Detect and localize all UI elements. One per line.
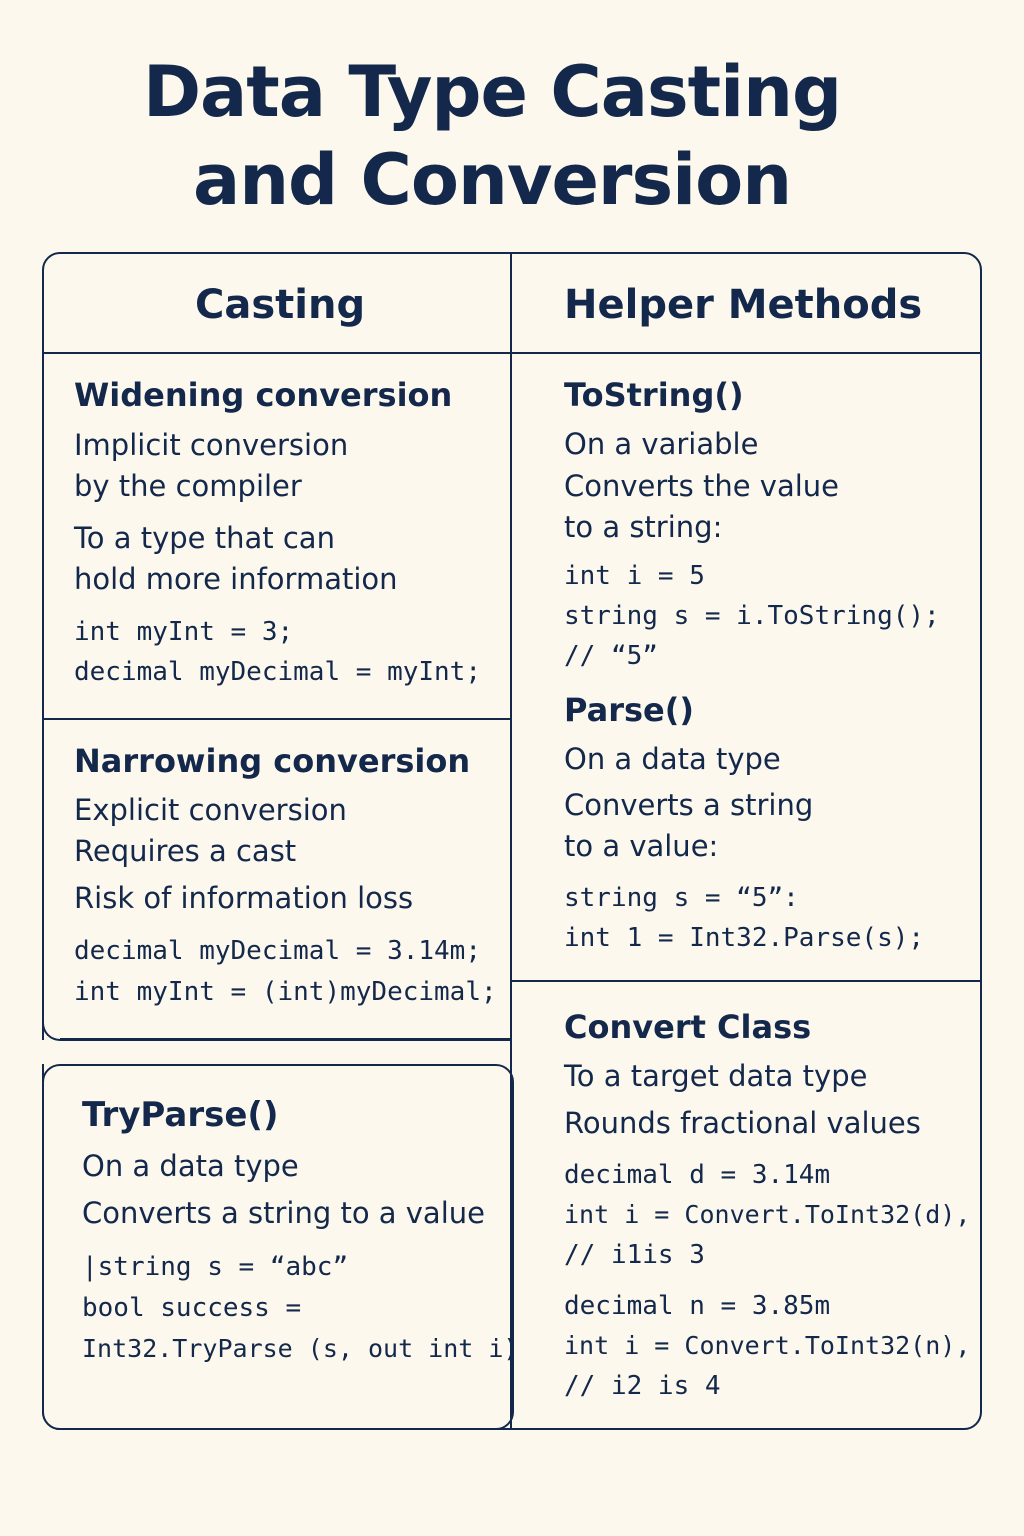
narrowing-code-line: int myInt = (int)myDecimal; — [74, 977, 497, 1007]
tostring-line: Converts the value — [564, 469, 840, 503]
parse-code-line: int 1 = Int32.Parse(s); — [564, 923, 925, 953]
parse-convert-divider — [511, 980, 981, 982]
parse-line: On a data type — [564, 742, 781, 776]
convert-code-line: // i1is 3 — [564, 1240, 705, 1270]
widening-line: hold more information — [74, 562, 398, 596]
tryparse-code-line: Int32.TryParse (s, out int i) — [82, 1334, 519, 1363]
narrowing-gap — [40, 1040, 512, 1064]
column-divider — [510, 253, 512, 1429]
narrowing-title: Narrowing conversion — [74, 742, 471, 780]
parse-code-line: string s = “5”: — [564, 883, 799, 913]
page-title: Data Type Casting and Conversion — [0, 48, 984, 224]
widening-line: To a type that can — [74, 521, 335, 555]
convert-code-line: decimal d = 3.14m — [564, 1160, 831, 1190]
narrowing-bottom-line — [60, 1038, 511, 1040]
header-divider — [43, 352, 981, 354]
casting-header: Casting — [195, 282, 366, 328]
tryparse-line: Converts a string to a value — [82, 1196, 485, 1230]
narrowing-line: Risk of information loss — [74, 881, 414, 915]
widening-line: Implicit conversion — [74, 428, 349, 462]
title-line-1: Data Type Casting — [142, 51, 842, 133]
convert-line: Rounds fractional values — [564, 1106, 921, 1140]
helper-methods-header: Helper Methods — [564, 282, 923, 328]
parse-title: Parse() — [564, 691, 694, 729]
widening-title: Widening conversion — [74, 376, 453, 414]
tostring-title: ToString() — [564, 376, 744, 414]
narrowing-box-bottom — [42, 1000, 512, 1041]
comparison-table — [42, 252, 982, 1430]
convert-code-line: decimal n = 3.85m — [564, 1291, 831, 1321]
narrowing-code-line: decimal myDecimal = 3.14m; — [74, 936, 481, 966]
widening-line: by the compiler — [74, 469, 302, 503]
tostring-code-line: string s = i.ToString(); — [564, 601, 940, 631]
parse-line: Converts a string — [564, 788, 814, 822]
tostring-code-line: int i = 5 — [564, 561, 705, 591]
tryparse-code-line: bool success = — [82, 1293, 302, 1323]
widening-code-line: int myInt = 3; — [74, 617, 294, 647]
widening-narrowing-divider — [43, 718, 511, 720]
column-divider-lower — [510, 1040, 512, 1429]
convert-code-line: int i = Convert.ToInt32(d), — [564, 1200, 971, 1229]
narrowing-line: Requires a cast — [74, 834, 297, 868]
widening-code-line: decimal myDecimal = myInt; — [74, 657, 481, 687]
tostring-line: On a variable — [564, 427, 759, 461]
convert-code-line: // i2 is 4 — [564, 1371, 721, 1401]
tryparse-box — [42, 1064, 514, 1430]
narrowing-line: Explicit conversion — [74, 793, 347, 827]
tryparse-title: TryParse() — [82, 1095, 279, 1135]
tostring-line: to a string: — [564, 510, 723, 544]
convert-title: Convert Class — [564, 1008, 812, 1046]
tryparse-code-line: |string s = “abc” — [82, 1252, 349, 1282]
parse-line: to a value: — [564, 829, 719, 863]
title-line-2: and Conversion — [192, 139, 792, 221]
convert-line: To a target data type — [564, 1059, 868, 1093]
tryparse-line: On a data type — [82, 1149, 299, 1183]
tostring-code-line: // “5” — [564, 641, 658, 671]
convert-code-line: int i = Convert.ToInt32(n), — [564, 1331, 971, 1360]
